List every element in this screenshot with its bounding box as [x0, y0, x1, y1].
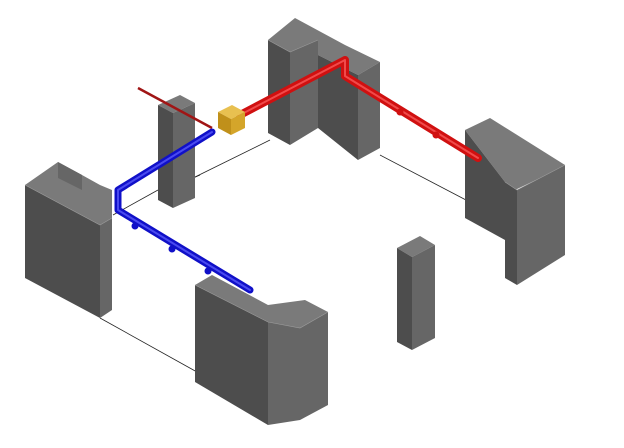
supply-pipe — [236, 56, 482, 162]
unit-box — [218, 105, 245, 135]
pillar-left — [158, 95, 195, 208]
wall-block-front — [194, 275, 329, 425]
pillar-center — [397, 236, 435, 350]
wall-block-left — [24, 162, 113, 318]
wall-block-right — [465, 118, 566, 285]
wall-block-back — [267, 18, 380, 160]
control-line — [137, 86, 213, 130]
return-pipe — [114, 128, 254, 294]
